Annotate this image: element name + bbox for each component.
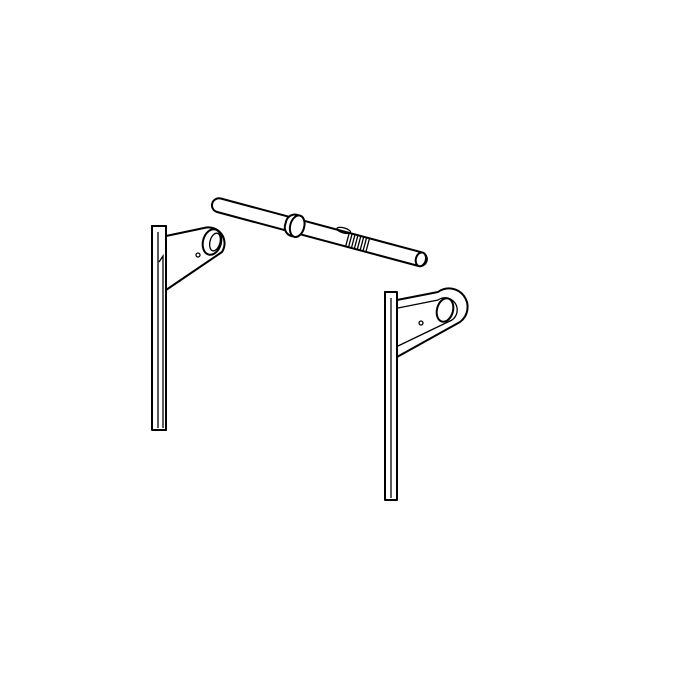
- left-bracket: [151, 225, 226, 431]
- right-bracket: [384, 287, 469, 501]
- threaded-rod: [210, 197, 428, 268]
- rod-threads: [344, 232, 371, 253]
